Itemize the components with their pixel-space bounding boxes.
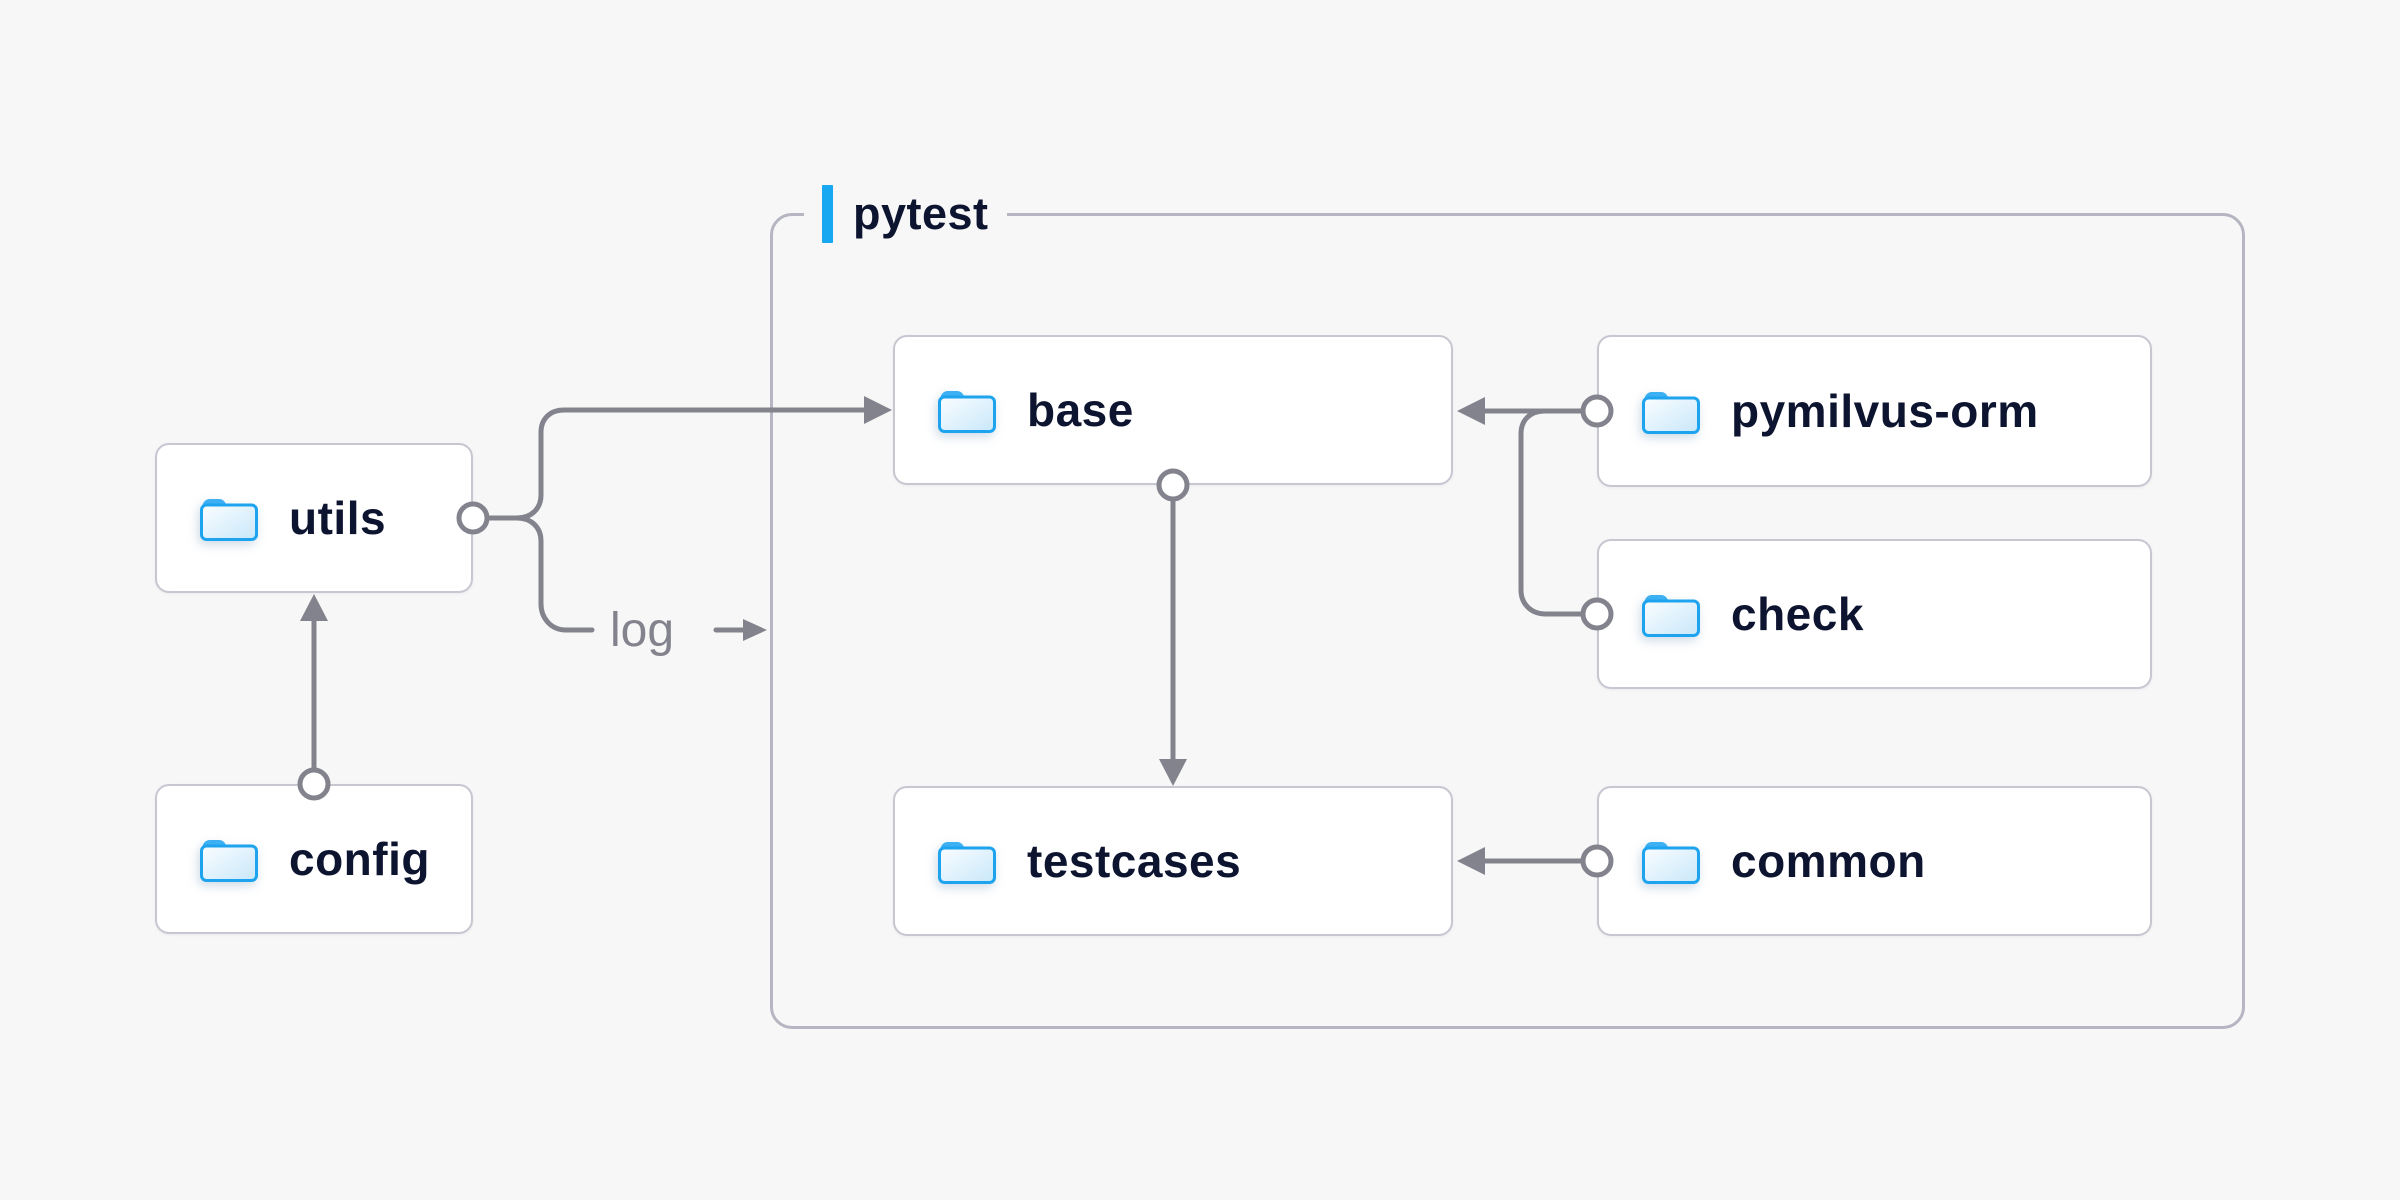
folder-icon bbox=[938, 391, 996, 433]
folder-icon bbox=[1642, 392, 1700, 434]
pytest-container-label: pytest bbox=[804, 182, 1007, 246]
node-common: common bbox=[1597, 786, 2152, 936]
pytest-container-title: pytest bbox=[853, 188, 989, 239]
pytest-container bbox=[770, 213, 2245, 1029]
folder-icon bbox=[200, 499, 258, 541]
node-base: base bbox=[893, 335, 1453, 485]
edge-label-log: log bbox=[610, 604, 674, 657]
node-utils: utils bbox=[155, 443, 473, 593]
node-config-label: config bbox=[289, 833, 430, 885]
node-check-label: check bbox=[1731, 588, 1864, 640]
node-testcases: testcases bbox=[893, 786, 1453, 936]
node-pymilvus-orm: pymilvus-orm bbox=[1597, 335, 2152, 487]
edge-utils-log bbox=[514, 515, 595, 633]
accent-bar bbox=[822, 185, 833, 243]
node-utils-label: utils bbox=[289, 492, 387, 544]
folder-icon bbox=[1642, 842, 1700, 884]
node-check: check bbox=[1597, 539, 2152, 689]
node-pymilvus-orm-label: pymilvus-orm bbox=[1731, 385, 2039, 437]
node-base-label: base bbox=[1027, 384, 1134, 436]
edge-log-arrowhead bbox=[743, 619, 767, 641]
folder-icon bbox=[200, 840, 258, 882]
edge-config-utils-arrowhead bbox=[300, 594, 328, 621]
node-common-label: common bbox=[1731, 835, 1926, 887]
node-testcases-label: testcases bbox=[1027, 835, 1242, 887]
folder-icon bbox=[938, 842, 996, 884]
node-config: config bbox=[155, 784, 473, 934]
folder-icon bbox=[1642, 595, 1700, 637]
